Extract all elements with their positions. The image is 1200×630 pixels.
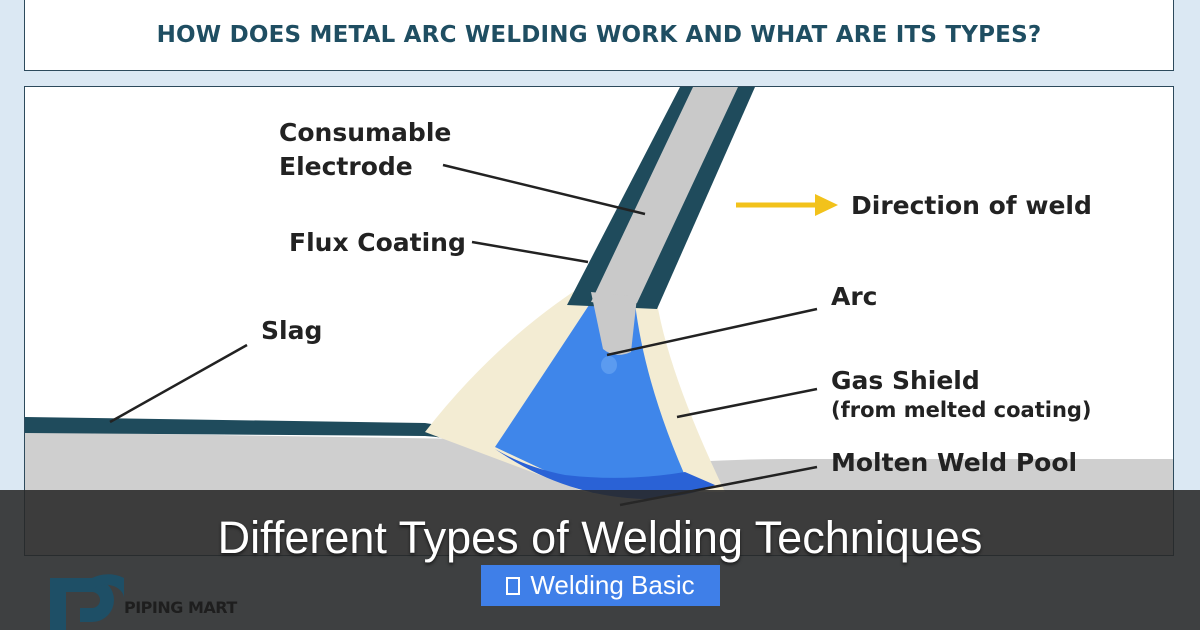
leader-consumable (442, 163, 646, 216)
leader-slag (109, 343, 248, 424)
caption-overlay (0, 490, 1200, 630)
leader-flux (471, 240, 589, 264)
leader-gas-shield (676, 387, 818, 419)
label-consumable-line2: Electrode (279, 152, 413, 181)
logo-text: PIPING MART (124, 598, 237, 617)
label-flux-coating: Flux Coating (289, 228, 466, 257)
label-molten-pool: Molten Weld Pool (831, 448, 1077, 477)
welding-diagram: Consumable Electrode Flux Coating Slag D… (24, 86, 1174, 556)
molten-weld-pool (495, 449, 715, 499)
electrode-core (591, 87, 738, 307)
category-label: Welding Basic (530, 570, 695, 600)
diagram-title: HOW DOES METAL ARC WELDING WORK AND WHAT… (156, 22, 1042, 48)
slag-layer (25, 417, 495, 455)
electrode-tip (591, 292, 637, 355)
direction-arrow-icon (815, 194, 838, 216)
label-gas-shield: Gas Shield (831, 366, 980, 395)
arc-droplet (601, 356, 617, 374)
folder-icon (506, 576, 521, 595)
leader-arc (606, 307, 818, 357)
welding-diagram-graphic: Consumable Electrode Flux Coating Slag D… (25, 87, 1173, 555)
category-badge[interactable]: Welding Basic (481, 565, 720, 606)
post-headline[interactable]: Different Types of Welding Techniques (217, 512, 983, 563)
title-banner: HOW DOES METAL ARC WELDING WORK AND WHAT… (24, 0, 1174, 71)
label-consumable-line1: Consumable (279, 118, 451, 147)
label-arc: Arc (831, 282, 878, 311)
label-direction: Direction of weld (851, 191, 1092, 220)
label-slag: Slag (261, 316, 322, 345)
brand-logo[interactable]: PIPING MART (48, 568, 237, 630)
piping-mart-logo-icon (50, 574, 124, 630)
label-gas-shield-sub: (from melted coating) (831, 398, 1092, 422)
